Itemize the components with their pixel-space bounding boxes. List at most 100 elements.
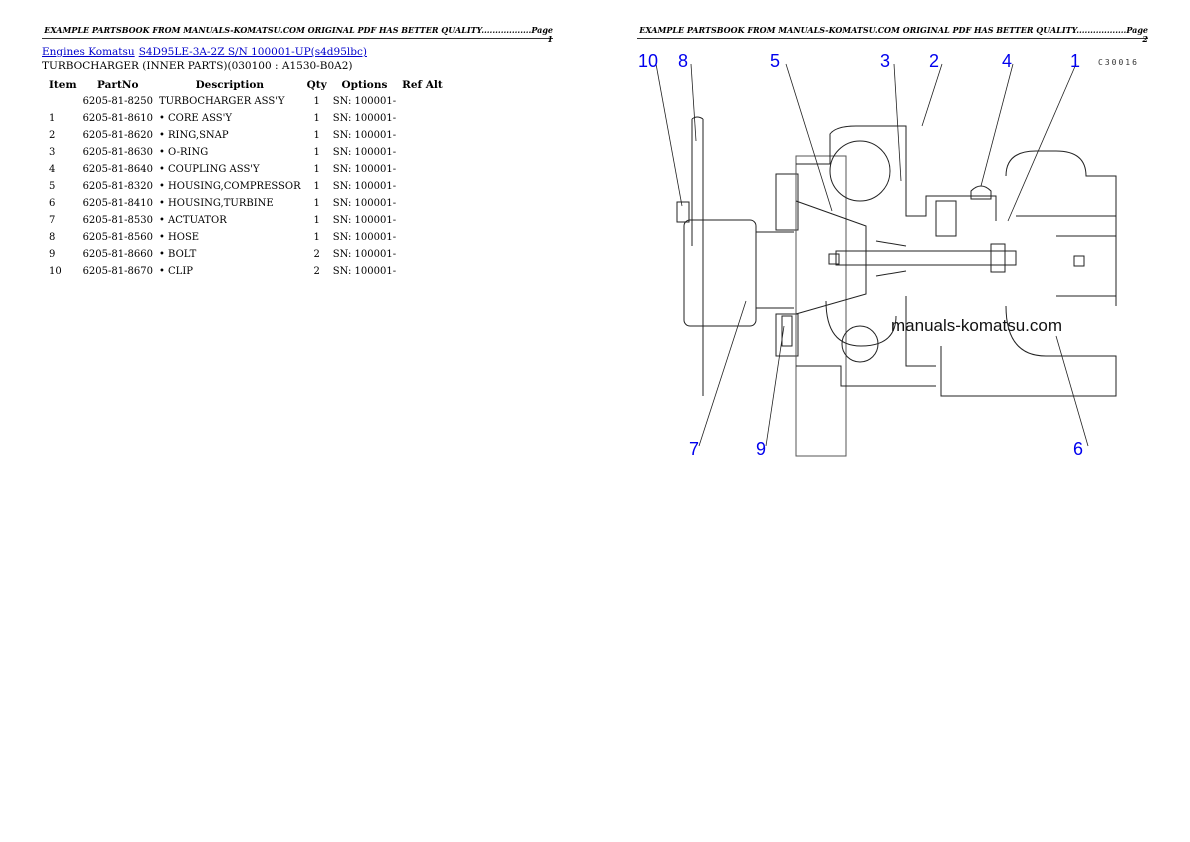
col-ref-alt: Ref Alt [402,78,443,91]
description: • CLIP [158,266,194,277]
item [46,93,80,110]
ref-alt [399,127,446,144]
part-no: 6205-81-8530 [82,215,153,226]
part-no: 6205-81-8620 [82,130,153,141]
col-qty: Qty [306,78,327,91]
description: • BOLT [158,249,197,260]
item: 8 [49,232,56,243]
ref-alt [399,246,446,263]
table-row: 3 6205-81-8630 • O-RING 1 SN: 100001- [46,144,446,161]
callout-2[interactable]: 2 [929,51,940,71]
parts-table: Item PartNo Description Qty Options Ref … [46,76,446,280]
callout-1[interactable]: 1 [1070,51,1081,71]
description: • RING,SNAP [158,130,229,141]
item: 7 [49,215,56,226]
options: SN: 100001- [332,232,397,243]
col-description: Description [195,78,265,91]
qty: 1 [313,96,320,107]
table-row: 10 6205-81-8670 • CLIP 2 SN: 100001- [46,263,446,280]
col-partno: PartNo [97,78,139,91]
turbocharger-drawing [676,116,1117,457]
callout-4[interactable]: 4 [1002,51,1013,71]
options: SN: 100001- [332,147,397,158]
options: SN: 100001- [332,215,397,226]
table-row: 8 6205-81-8560 • HOSE 1 SN: 100001- [46,229,446,246]
part-no: 6205-81-8320 [82,181,153,192]
callout-10[interactable]: 10 [638,51,659,71]
item: 6 [49,198,56,209]
part-no: 6205-81-8610 [82,113,153,124]
drawing-code: C30016 [1098,58,1139,67]
col-item: Item [49,78,77,91]
table-row: 9 6205-81-8660 • BOLT 2 SN: 100001- [46,246,446,263]
description: • ACTUATOR [158,215,227,226]
qty: 1 [313,164,320,175]
table-header-row: Item PartNo Description Qty Options Ref … [46,76,446,93]
item: 5 [49,181,56,192]
breadcrumb-link-model[interactable]: S4D95LE-3A-2Z S/N 100001-UP(s4d95lbc) [138,46,367,58]
item: 1 [49,113,56,124]
part-no: 6205-81-8560 [82,232,153,243]
ref-alt [399,110,446,127]
part-no: 6205-81-8670 [82,266,153,277]
callout-8[interactable]: 8 [678,51,689,71]
callout-7[interactable]: 7 [689,439,700,459]
item: 2 [49,130,56,141]
options: SN: 100001- [332,198,397,209]
part-no: 6205-81-8660 [82,249,153,260]
callout-6[interactable]: 6 [1073,439,1084,459]
table-row: 7 6205-81-8530 • ACTUATOR 1 SN: 100001- [46,212,446,229]
ref-alt [399,93,446,110]
options: SN: 100001- [332,181,397,192]
item: 4 [49,164,56,175]
description: • CORE ASS'Y [158,113,232,124]
description: • HOSE [158,232,200,243]
ref-alt [399,178,446,195]
part-no: 6205-81-8410 [82,198,153,209]
callout-5[interactable]: 5 [770,51,781,71]
qty: 2 [313,249,320,260]
leader-lines [655,63,1089,447]
part-no: 6205-81-8250 [82,96,153,107]
qty: 2 [313,266,320,277]
breadcrumb-link-engines-komatsu[interactable]: Engines Komatsu [42,46,135,58]
item: 9 [49,249,56,260]
description: TURBOCHARGER ASS'Y [158,96,285,107]
ref-alt [399,263,446,280]
ref-alt [399,144,446,161]
callout-9[interactable]: 9 [756,439,767,459]
page-title: TURBOCHARGER (INNER PARTS)(030100 : A153… [42,60,353,72]
ref-alt [399,161,446,178]
col-options: Options [341,78,388,91]
qty: 1 [313,215,320,226]
qty: 1 [313,130,320,141]
description: • O-RING [158,147,209,158]
description: • COUPLING ASS'Y [158,164,260,175]
qty: 1 [313,113,320,124]
table-row: 6205-81-8250 TURBOCHARGER ASS'Y 1 SN: 10000… [46,93,446,110]
watermark: manuals-komatsu.com [891,316,1063,335]
qty: 1 [313,147,320,158]
table-row: 1 6205-81-8610 • CORE ASS'Y 1 SN: 100001- [46,110,446,127]
part-no: 6205-81-8630 [82,147,153,158]
options: SN: 100001- [332,164,397,175]
options: SN: 100001- [332,266,397,277]
turbocharger-exploded-diagram: 10 8 5 3 2 4 1 C30016 manuals-komatsu.co… [636,46,1156,466]
qty: 1 [313,181,320,192]
item: 3 [49,147,56,158]
callout-3[interactable]: 3 [880,51,891,71]
options: SN: 100001- [332,249,397,260]
ref-alt [399,212,446,229]
options: SN: 100001- [332,96,397,107]
description: • HOUSING,TURBINE [158,198,274,209]
qty: 1 [313,232,320,243]
page-1-header: EXAMPLE PARTSBOOK FROM MANUALS-KOMATSU.C… [42,26,553,44]
page-2-header: EXAMPLE PARTSBOOK FROM MANUALS-KOMATSU.C… [637,26,1148,44]
options: SN: 100001- [332,113,397,124]
item: 10 [49,266,62,277]
